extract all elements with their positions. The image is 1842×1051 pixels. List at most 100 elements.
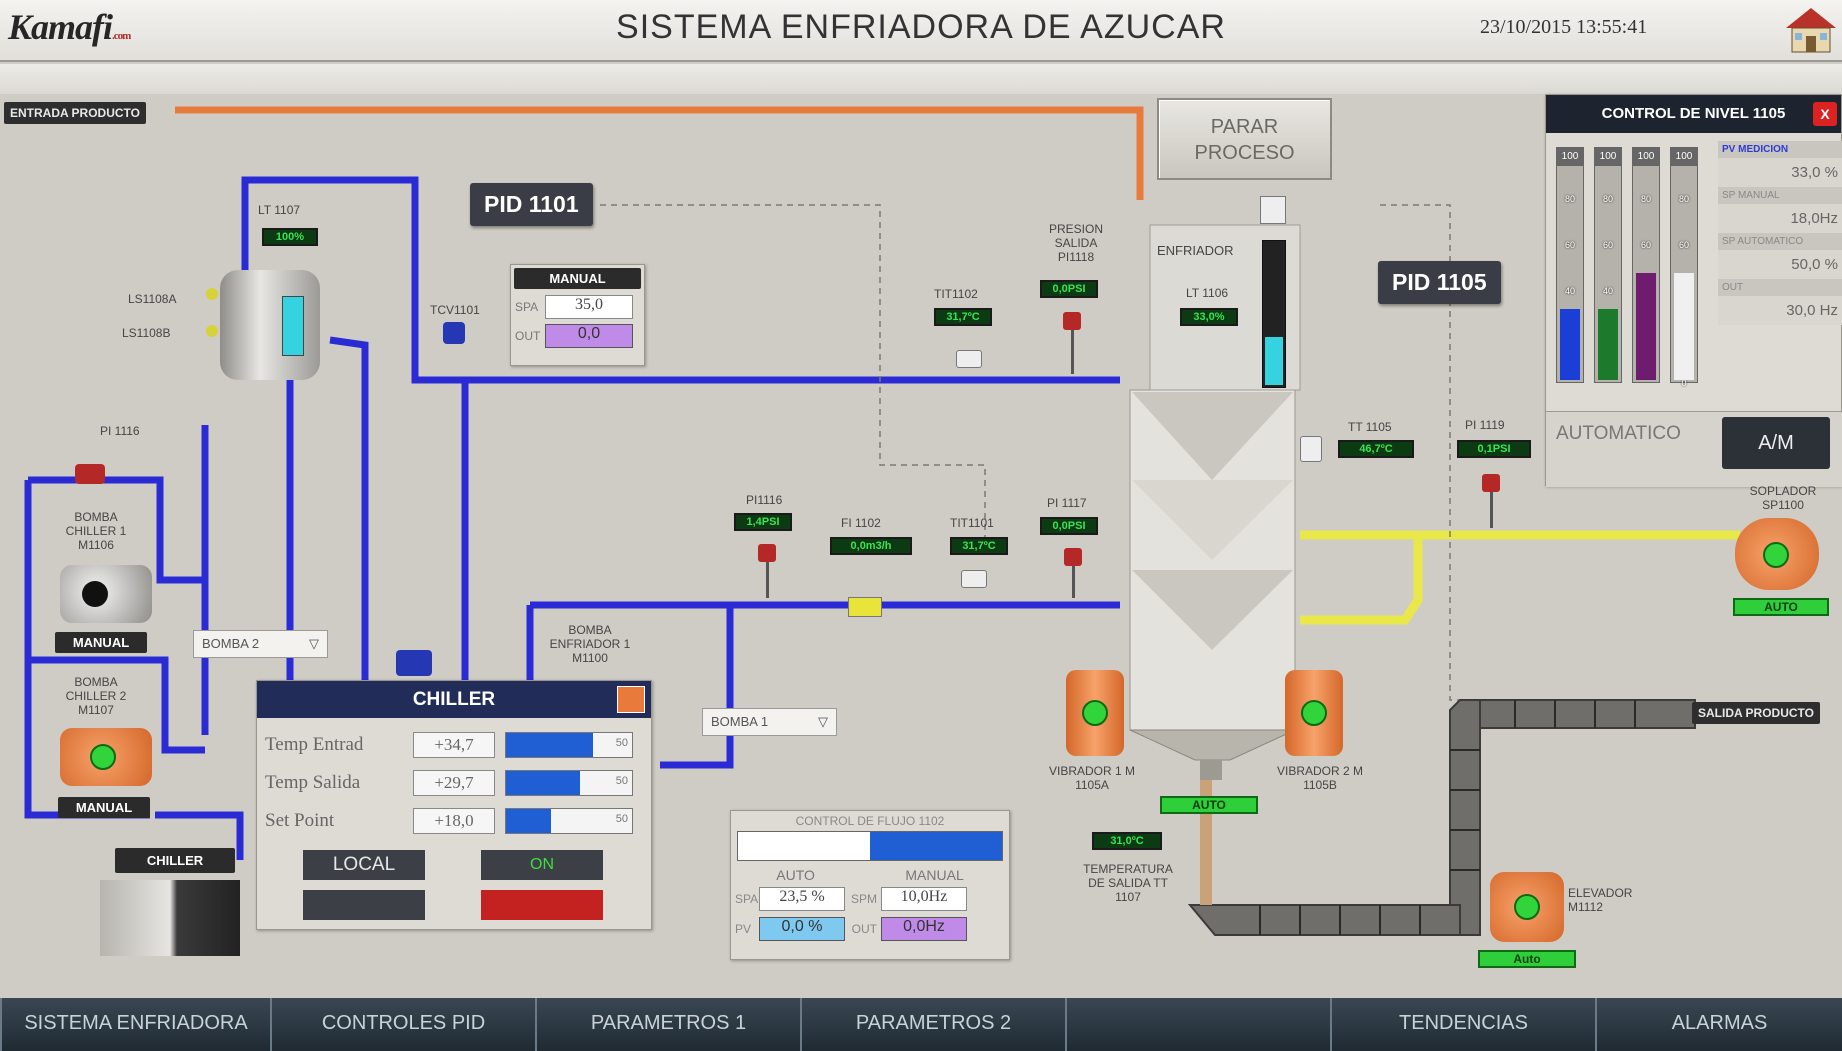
close-icon[interactable]: [617, 686, 645, 713]
vibrator-mode-badge[interactable]: AUTO: [1160, 796, 1258, 814]
cooler-pump-label: BOMBA ENFRIADOR 1 M1100: [549, 623, 631, 665]
stop-process-button[interactable]: PARAR PROCESO: [1157, 98, 1332, 180]
flow-spa-input[interactable]: 23,5 %: [759, 887, 845, 911]
chiller-row-label: Temp Salida: [265, 772, 361, 793]
level-transmitter-icon: [1260, 196, 1286, 224]
pi1116-tag: PI1116: [746, 493, 783, 507]
nav-tab-0[interactable]: SISTEMA ENFRIADORA: [0, 998, 270, 1051]
level-bar-top: 100: [1595, 148, 1621, 166]
level-switch-high-icon: [206, 288, 218, 300]
nav-tab-5[interactable]: TENDENCIAS: [1330, 998, 1595, 1051]
vibrator-1-label: VIBRADOR 1 M 1105A: [1048, 764, 1135, 792]
pressure-indicator-tag: PI 1116: [100, 424, 140, 438]
tt1107-value: 31,0ºC: [1092, 832, 1162, 850]
temperature-sensor-icon: [961, 570, 987, 588]
flow-control-title: CONTROL DE FLUJO 1102: [795, 814, 945, 828]
pump-icon[interactable]: [396, 650, 432, 676]
outlet-pressure-value: 0,0PSI: [1040, 280, 1098, 298]
blower[interactable]: [1735, 518, 1819, 590]
tit1102-tag: TIT1102: [934, 287, 978, 301]
chiller-pump-2[interactable]: [60, 728, 152, 786]
level-bar-tick: 80: [1602, 194, 1613, 204]
elevator-mode-badge[interactable]: Auto: [1478, 950, 1576, 968]
pi1119-tag: PI 1119: [1465, 418, 1505, 432]
level-bar-tick: 40: [1564, 286, 1575, 296]
vibrator-2[interactable]: [1285, 670, 1343, 756]
local-button[interactable]: LOCAL: [303, 850, 425, 880]
level-bar-tick: 0: [1681, 378, 1687, 388]
chiller-pump-2-mode[interactable]: MANUAL: [58, 797, 150, 818]
nav-tab-2[interactable]: PARAMETROS 1: [535, 998, 800, 1051]
chiller-row-value: +34,7: [413, 732, 495, 758]
out-value: 30,0 Hz: [1718, 296, 1842, 325]
header-strip: [0, 64, 1842, 94]
on-button[interactable]: ON: [481, 850, 603, 880]
chiller-popup-header: CHILLER: [257, 681, 651, 718]
control-valve-icon[interactable]: [443, 322, 465, 344]
tt1105-tag: TT 1105: [1348, 420, 1392, 434]
pv-value: 33,0 %: [1718, 158, 1842, 187]
spa-label: SPA: [735, 892, 759, 906]
fi1102-tag: FI 1102: [841, 516, 881, 530]
vibrator-1[interactable]: [1066, 670, 1124, 756]
blower-mode-badge[interactable]: AUTO: [1733, 598, 1829, 616]
auto-manual-button[interactable]: A/M: [1722, 417, 1830, 469]
nav-tab-1[interactable]: CONTROLES PID: [270, 998, 535, 1051]
gauge-stem: [1490, 492, 1493, 528]
pid-1101-out-input[interactable]: 0,0: [545, 324, 633, 348]
alarm-button[interactable]: [481, 890, 603, 920]
flow-out-input[interactable]: 0,0Hz: [881, 917, 967, 941]
auto-label: AUTO: [776, 867, 815, 883]
chiller-unit-label: CHILLER: [115, 848, 235, 873]
manual-mode-segment[interactable]: [870, 832, 1002, 860]
valve-icon[interactable]: [75, 464, 105, 484]
pid-1101-spa-input[interactable]: 35,0: [545, 295, 633, 319]
home-icon[interactable]: [1782, 4, 1840, 54]
chiller-row-bar-fill: [506, 771, 581, 795]
chevron-down-icon: ▽: [309, 636, 319, 651]
pid-1101-panel: MANUAL SPA 35,0 OUT 0,0: [510, 264, 645, 366]
nav-tab-6[interactable]: ALARMAS: [1595, 998, 1842, 1051]
chiller-unit[interactable]: [100, 880, 240, 956]
auto-mode-segment[interactable]: [738, 832, 870, 860]
gauge-stem: [1071, 330, 1074, 374]
chiller-pump-1[interactable]: [60, 565, 152, 623]
temperature-sensor-icon: [1300, 436, 1322, 462]
sp-auto-label: SP AUTOMATICO: [1718, 233, 1842, 250]
datetime-display: 23/10/2015 13:55:41: [1480, 16, 1648, 38]
vibrator-2-label: VIBRADOR 2 M 1105B: [1276, 764, 1363, 792]
level-bar-tick: 80: [1564, 194, 1575, 204]
pump-select-dropdown[interactable]: BOMBA 2 ▽: [193, 630, 328, 658]
pid-1105-label[interactable]: PID 1105: [1378, 261, 1501, 304]
pi1116-value: 1,4PSI: [734, 513, 792, 531]
pressure-gauge-icon: [758, 544, 776, 562]
pid-1101-label[interactable]: PID 1101: [470, 183, 593, 226]
nav-tab-3[interactable]: PARAMETROS 2: [800, 998, 1065, 1051]
water-tank: [220, 270, 320, 380]
off-button[interactable]: [303, 890, 425, 920]
tank-level-value: 100%: [262, 228, 318, 246]
flow-spm-input[interactable]: 10,0Hz: [881, 887, 967, 911]
elevator[interactable]: [1490, 872, 1564, 942]
chiller-row-bar: 50: [505, 732, 633, 758]
tit1101-tag: TIT1101: [950, 516, 994, 530]
tit1102-value: 31,7ºC: [934, 308, 992, 326]
flow-pv-value: 0,0 %: [759, 917, 845, 941]
outlet-product-tag: SALIDA PRODUCTO: [1692, 702, 1821, 724]
chevron-down-icon: ▽: [818, 714, 828, 729]
spm-label: SPM: [850, 892, 877, 906]
chiller-pump-1-mode[interactable]: MANUAL: [55, 632, 147, 653]
nav-tab-4[interactable]: [1065, 998, 1330, 1051]
level-switch-low-icon: [206, 325, 218, 337]
chiller-row-value: +29,7: [413, 770, 495, 796]
sp-manual-input[interactable]: 18,0Hz: [1718, 204, 1842, 233]
cooler-pump-select[interactable]: BOMBA 1 ▽: [702, 708, 837, 736]
close-icon[interactable]: X: [1813, 102, 1837, 126]
pid-1101-mode[interactable]: MANUAL: [514, 268, 641, 289]
out-label: OUT: [1718, 279, 1842, 296]
fi1102-value: 0,0m3/h: [830, 537, 912, 555]
sp-auto-input[interactable]: 50,0 %: [1718, 250, 1842, 279]
